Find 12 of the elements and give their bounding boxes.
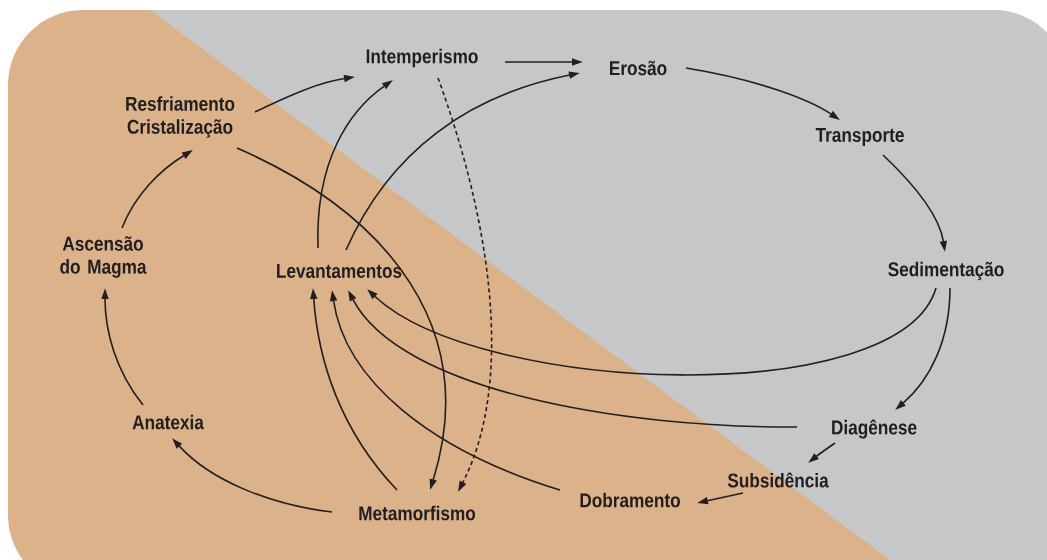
process-label: Intemperismo <box>366 48 478 68</box>
process-label: Ascensão do Magma <box>60 236 147 278</box>
process-label: Dobramento <box>580 492 680 508</box>
process-label: Metamorfismo <box>359 505 476 521</box>
process-label: Diagênese <box>832 419 917 439</box>
process-label: Resfriamento Cristalização <box>126 96 235 138</box>
process-label: Subsidência <box>727 472 829 488</box>
process-label: Sedimentação <box>888 261 1004 281</box>
process-label: Transporte <box>815 128 904 146</box>
process-label: Levantamentos <box>277 264 402 278</box>
process-label: Anatexia <box>132 414 204 430</box>
process-label: Erosão <box>610 60 667 76</box>
